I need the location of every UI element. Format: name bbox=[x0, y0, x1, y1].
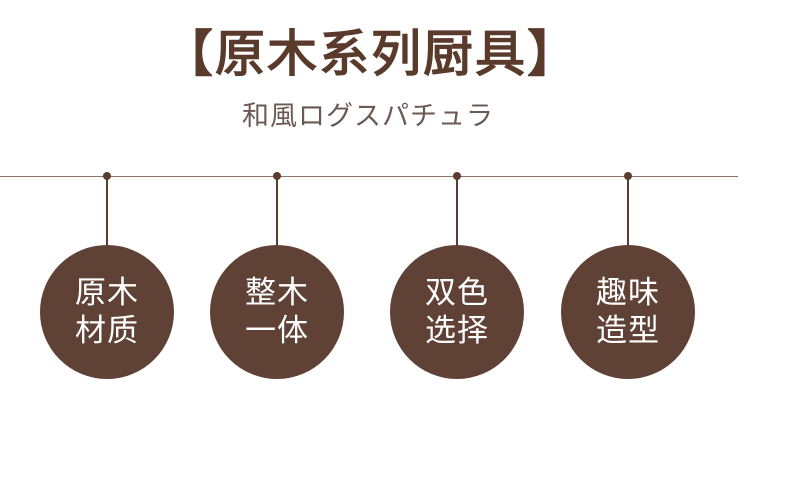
feature-item-one-piece: 整木 一体 bbox=[210, 172, 344, 379]
feature-label-line1: 原木 bbox=[75, 275, 139, 311]
page-title: 【原木系列厨具】 bbox=[163, 24, 579, 83]
hanging-line bbox=[106, 178, 108, 248]
feature-item-fun-shape: 趣味 造型 bbox=[561, 172, 695, 379]
feature-badge: 双色 选择 bbox=[390, 245, 524, 379]
hanging-line bbox=[627, 178, 629, 248]
feature-label-line1: 整木 bbox=[245, 275, 309, 311]
feature-badge: 整木 一体 bbox=[210, 245, 344, 379]
rail-dot bbox=[624, 172, 632, 180]
feature-item-natural-wood: 原木 材质 bbox=[40, 172, 174, 379]
feature-label-line2: 一体 bbox=[245, 313, 309, 349]
connector-rail bbox=[0, 176, 738, 177]
hanging-line bbox=[276, 178, 278, 248]
feature-label-line1: 双色 bbox=[425, 275, 489, 311]
feature-label-line2: 选择 bbox=[425, 313, 489, 349]
rail-dot bbox=[273, 172, 281, 180]
feature-label-line2: 造型 bbox=[596, 313, 660, 349]
feature-item-two-colors: 双色 选择 bbox=[390, 172, 524, 379]
feature-label-line1: 趣味 bbox=[596, 275, 660, 311]
page-subtitle: 和風ログスパチュラ bbox=[242, 101, 494, 132]
hanging-line bbox=[456, 178, 458, 248]
feature-badge: 原木 材质 bbox=[40, 245, 174, 379]
feature-label-line2: 材质 bbox=[75, 313, 139, 349]
rail-dot bbox=[453, 172, 461, 180]
rail-dot bbox=[103, 172, 111, 180]
feature-badge: 趣味 造型 bbox=[561, 245, 695, 379]
